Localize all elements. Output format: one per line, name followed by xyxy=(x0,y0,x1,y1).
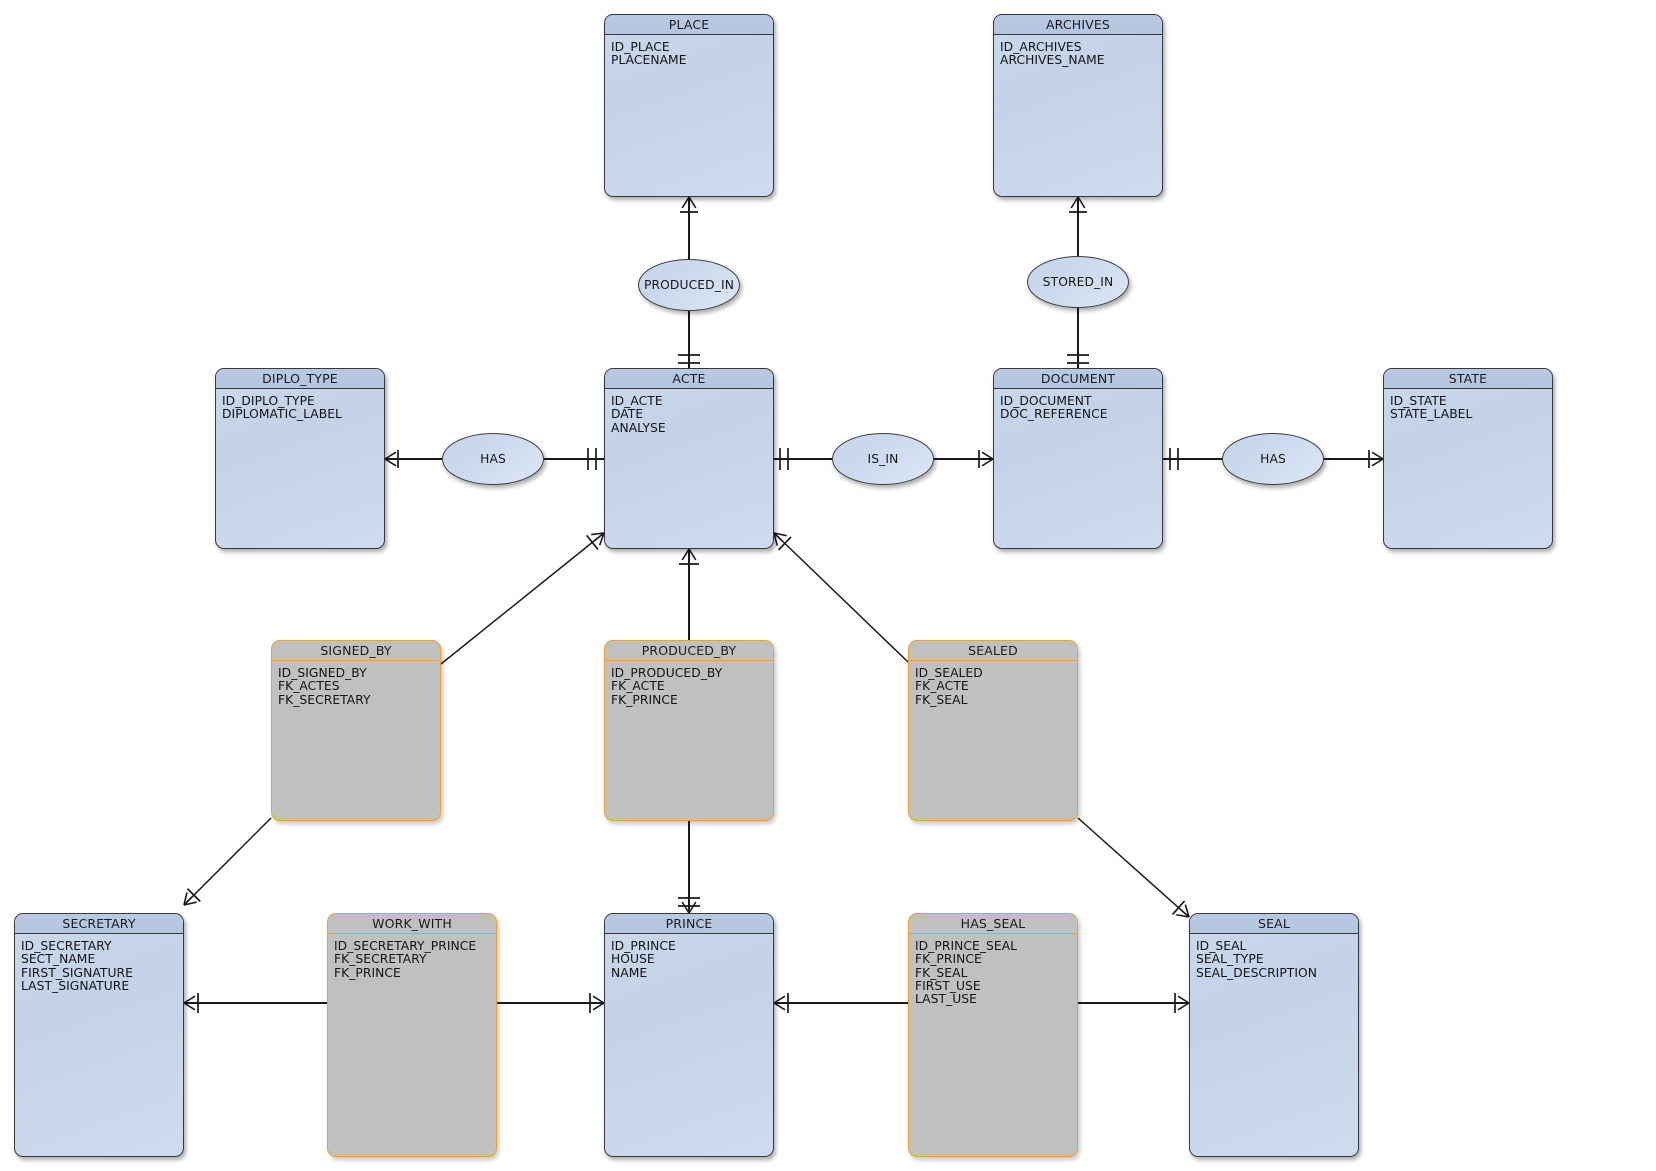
attribute-row: ID_PRINCE_SEAL xyxy=(915,939,1018,953)
attribute-row: ID_SECRETARY xyxy=(21,939,112,953)
relationship-label: IS_IN xyxy=(867,452,899,466)
attribute-row: SECT_NAME xyxy=(21,952,96,967)
attribute-row: ID_PLACE xyxy=(611,40,670,54)
entity-title-diplo_type: DIPLO_TYPE xyxy=(216,369,384,389)
attribute-row: ID_STATE xyxy=(1390,394,1447,408)
entity-title-state: STATE xyxy=(1384,369,1552,389)
attribute-row: HOUSE xyxy=(611,952,655,967)
attribute-row: FK_SEAL xyxy=(915,965,968,980)
attribute-row: ID_SEALED xyxy=(915,666,983,680)
attribute-row: SEAL_TYPE xyxy=(1196,952,1264,967)
attribute-row: SEAL_DESCRIPTION xyxy=(1196,965,1318,980)
attribute-row: FK_ACTES xyxy=(278,679,340,694)
entity-title-signed_by: SIGNED_BY xyxy=(272,641,440,661)
attribute-row: FIRST_SIGNATURE xyxy=(21,965,133,980)
relationship-label: HAS xyxy=(480,452,506,466)
entity-title-prince: PRINCE xyxy=(605,914,773,934)
relationship-produced_in[interactable]: PRODUCED_IN xyxy=(638,259,740,311)
relationship-stored_in[interactable]: STORED_IN xyxy=(1027,256,1129,308)
attribute-row: ID_ACTE xyxy=(611,394,663,408)
entity-title-has_seal: HAS_SEAL xyxy=(909,914,1077,934)
attribute-row: ID_SECRETARY_PRINCE xyxy=(334,939,477,953)
attribute-row: FK_PRINCE xyxy=(915,952,982,967)
attribute-row: ID_PRODUCED_BY xyxy=(611,666,723,680)
entity-title-work_with: WORK_WITH xyxy=(328,914,496,934)
relationship-label: STORED_IN xyxy=(1042,275,1114,289)
entity-title-place: PLACE xyxy=(605,15,773,35)
attribute-row: FK_SECRETARY xyxy=(278,692,371,707)
attribute-row: ID_SEAL xyxy=(1196,939,1247,953)
relationship-has_state[interactable]: HAS xyxy=(1222,433,1324,485)
attribute-row: ID_DIPLO_TYPE xyxy=(222,394,315,408)
attribute-row: FK_PRINCE xyxy=(334,965,401,980)
attribute-row: FK_PRINCE xyxy=(611,692,678,707)
entity-title-document: DOCUMENT xyxy=(994,369,1162,389)
attribute-row: FIRST_USE xyxy=(915,978,981,993)
attribute-row: PLACENAME xyxy=(611,53,687,68)
attribute-row: FK_SECRETARY xyxy=(334,952,427,967)
relationship-label: HAS xyxy=(1260,452,1286,466)
attribute-row: STATE_LABEL xyxy=(1390,407,1473,422)
entity-title-acte: ACTE xyxy=(605,369,773,389)
entity-title-produced_by: PRODUCED_BY xyxy=(605,641,773,661)
attribute-row: ID_ARCHIVES xyxy=(1000,40,1082,54)
attribute-row: DATE xyxy=(611,407,644,422)
attribute-row: DIPLOMATIC_LABEL xyxy=(222,407,342,422)
attribute-row: LAST_USE xyxy=(915,992,977,1007)
attribute-row: ID_PRINCE xyxy=(611,939,676,953)
attribute-row: NAME xyxy=(611,965,648,980)
attribute-row: FK_SEAL xyxy=(915,692,968,707)
relationship-has_diplo[interactable]: HAS xyxy=(442,433,544,485)
attribute-row: FK_ACTE xyxy=(611,679,665,694)
relationship-is_in[interactable]: IS_IN xyxy=(832,433,934,485)
entity-title-sealed: SEALED xyxy=(909,641,1077,661)
relationship-label: PRODUCED_IN xyxy=(643,278,734,292)
entity-title-seal: SEAL xyxy=(1190,914,1358,934)
attribute-row: FK_ACTE xyxy=(915,679,969,694)
attribute-row: ARCHIVES_NAME xyxy=(1000,53,1105,68)
attribute-row: ID_DOCUMENT xyxy=(1000,394,1092,408)
entity-title-secretary: SECRETARY xyxy=(15,914,183,934)
entity-title-archives: ARCHIVES xyxy=(994,15,1162,35)
attribute-row: LAST_SIGNATURE xyxy=(21,978,130,993)
attribute-row: ID_SIGNED_BY xyxy=(278,666,367,680)
attribute-row: ANALYSE xyxy=(611,420,666,435)
attribute-row: DOC_REFERENCE xyxy=(1000,407,1108,422)
